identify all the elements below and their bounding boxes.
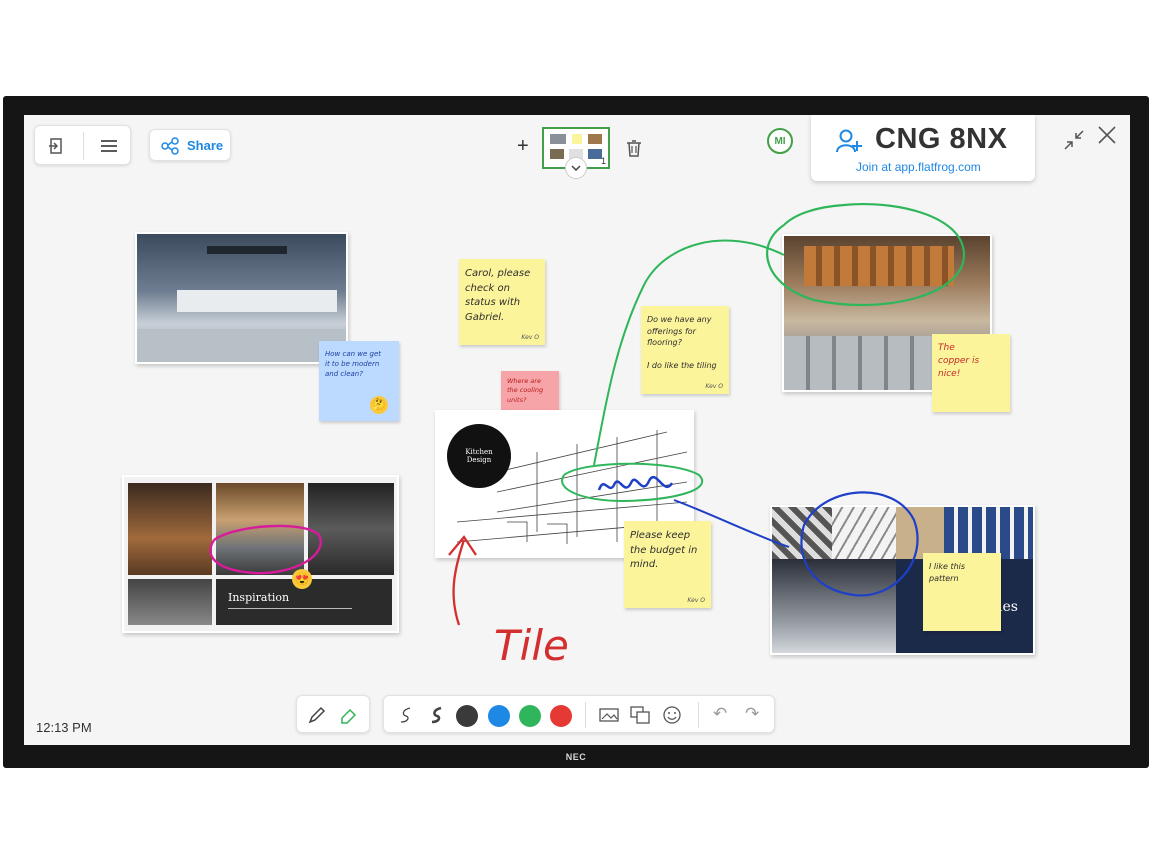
toolbar-divider	[585, 702, 586, 728]
copy-screen-icon[interactable]	[628, 703, 652, 727]
thin-stroke-icon[interactable]	[394, 703, 418, 727]
sticky-note-flooring[interactable]: Do we have any offerings for flooring? I…	[641, 306, 729, 394]
whiteboard-canvas[interactable]: Share + 1 MI CNG 8NX Join at app.flatfro…	[24, 115, 1130, 745]
thinking-emoji-icon: 🤔	[370, 396, 388, 414]
color-toolbar: ↶ ↷	[383, 695, 775, 733]
color-swatch-blue[interactable]	[488, 705, 510, 727]
exit-icon[interactable]	[43, 134, 71, 158]
color-swatch-red[interactable]	[550, 705, 572, 727]
clock: 12:13 PM	[36, 720, 92, 735]
heart-eyes-emoji-icon: 😍	[292, 569, 312, 589]
share-icon	[161, 137, 179, 155]
sticky-note-budget[interactable]: Please keep the budget in mind. Kev O	[624, 521, 711, 608]
inspiration-collage[interactable]: Inspiration 😍	[122, 475, 399, 633]
hamburger-menu-icon[interactable]	[95, 134, 123, 158]
sticky-note-text: The copper is nice!	[938, 343, 980, 380]
trash-icon[interactable]	[624, 137, 644, 159]
sticky-note-blue[interactable]: How can we get it to be modern and clean…	[319, 341, 399, 421]
inspiration-label: Inspiration	[228, 591, 290, 604]
session-code: CNG 8NX	[875, 123, 1008, 155]
top-left-toolbar	[34, 125, 131, 165]
toolbar-divider	[83, 132, 84, 160]
avatar-initials: MI	[774, 135, 786, 147]
page-number: 1	[600, 156, 606, 166]
share-button[interactable]: Share	[149, 129, 231, 161]
pen-icon[interactable]	[305, 703, 329, 727]
close-icon[interactable]	[1097, 125, 1117, 145]
kitchen-design-badge: Kitchen Design	[447, 424, 511, 488]
sticky-note-carol[interactable]: Carol, please check on status with Gabri…	[459, 259, 545, 345]
avatar[interactable]: MI	[767, 128, 793, 154]
kitchen-design-label: Kitchen Design	[465, 448, 493, 464]
sticker-icon[interactable]	[660, 703, 684, 727]
sticky-note-text: I like this pattern	[929, 562, 966, 583]
session-code-panel: CNG 8NX Join at app.flatfrog.com	[811, 115, 1035, 181]
sticky-note-text: Do we have any offerings for flooring? I…	[647, 315, 717, 371]
add-page-button[interactable]: +	[517, 135, 529, 157]
pen-tools-panel	[296, 695, 370, 733]
tiles-label: les	[998, 599, 1018, 615]
color-swatch-dark[interactable]	[456, 705, 478, 727]
chevron-down-icon[interactable]	[565, 157, 587, 179]
join-text[interactable]: Join at app.flatfrog.com	[856, 160, 981, 174]
sticky-note-text: Carol, please check on status with Gabri…	[465, 268, 531, 323]
collapse-icon[interactable]	[1061, 127, 1087, 153]
toolbar-divider	[698, 702, 699, 728]
sticky-note-text: Please keep the budget in mind.	[630, 530, 698, 570]
display-monitor: Share + 1 MI CNG 8NX Join at app.flatfro…	[3, 96, 1149, 768]
color-swatch-green[interactable]	[519, 705, 541, 727]
eraser-icon[interactable]	[337, 703, 361, 727]
tile-handwriting: Tile	[494, 621, 569, 670]
sticky-note-copper[interactable]: The copper is nice!	[932, 334, 1010, 412]
sticky-note-signature: Kev O	[705, 383, 723, 390]
sticky-note-signature: Kev O	[521, 334, 539, 341]
image-icon[interactable]	[597, 703, 621, 727]
modern-kitchen-photo[interactable]	[135, 232, 348, 364]
sticky-note-signature: Kev O	[687, 597, 705, 604]
monitor-brand-logo: NEC	[565, 752, 587, 762]
thick-stroke-icon[interactable]	[425, 703, 449, 727]
sticky-note-text: How can we get it to be modern and clean…	[325, 350, 382, 379]
add-user-icon	[836, 129, 862, 153]
share-label: Share	[187, 138, 224, 153]
redo-icon[interactable]: ↷	[745, 704, 760, 723]
undo-icon[interactable]: ↶	[713, 704, 728, 723]
sticky-note-pattern[interactable]: I like this pattern	[923, 553, 1001, 631]
sticky-note-text: Where are the cooling units?	[507, 377, 544, 404]
